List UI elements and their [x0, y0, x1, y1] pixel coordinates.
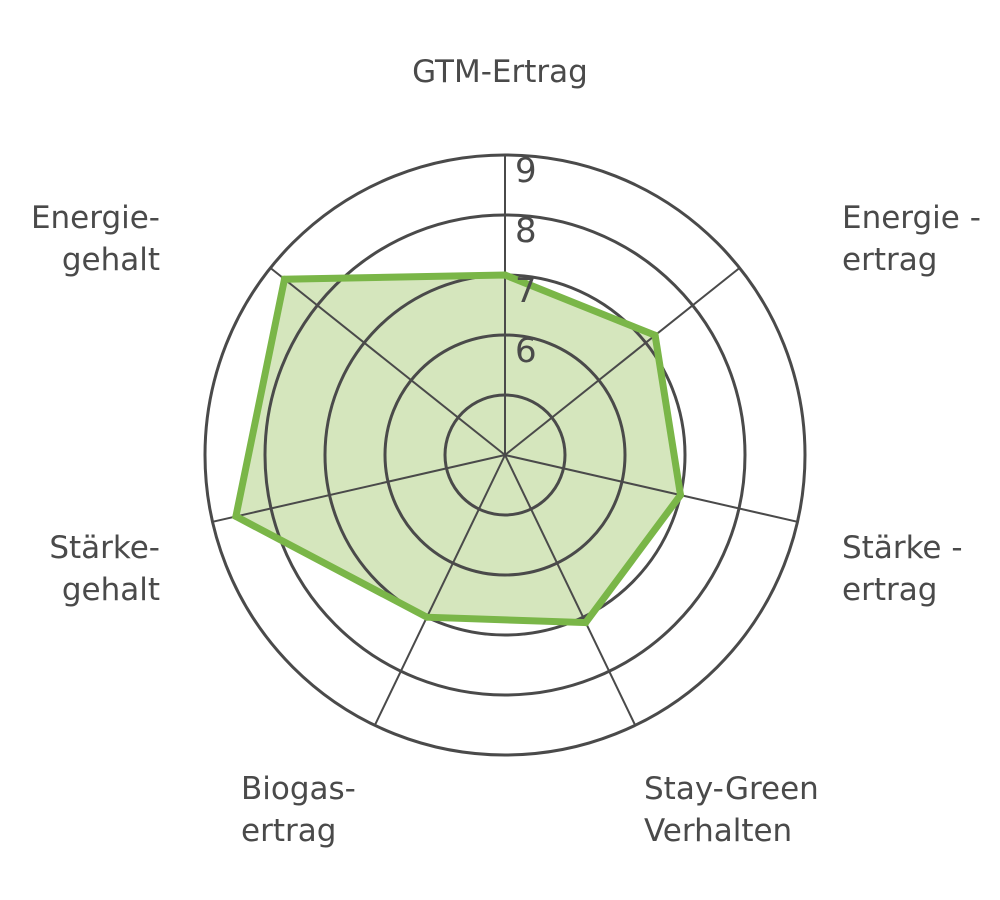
axis-label-line: GTM-Ertrag	[412, 54, 588, 90]
axis-label-line: Stay-Green	[644, 771, 819, 807]
axis-label-line: Stärke -	[842, 530, 963, 566]
tick-label-9: 9	[515, 151, 537, 191]
series-area-0	[235, 275, 681, 623]
axis-label-line: Verhalten	[644, 813, 792, 849]
axis-spoke-2	[504, 454, 798, 523]
data-point-3	[582, 619, 590, 627]
axis-label-6: Energie-gehalt	[31, 200, 160, 278]
axis-label-line: Stärke-	[49, 530, 160, 566]
axis-label-line: Energie -	[842, 200, 981, 236]
axis-label-0: GTM-Ertrag	[412, 54, 588, 90]
axis-label-4: Biogas-ertrag	[241, 771, 356, 849]
data-point-4	[423, 613, 431, 621]
axis-spoke-1	[504, 267, 741, 456]
tick-label-8: 8	[515, 211, 537, 251]
axis-label-5: Stärke-gehalt	[49, 530, 160, 608]
axis-label-1: Energie - ertrag	[842, 200, 981, 278]
data-point-6	[281, 275, 288, 283]
axis-label-line: gehalt	[62, 242, 160, 278]
axis-label-2: Stärke - ertrag	[842, 530, 963, 608]
axis-spoke-6	[269, 267, 506, 456]
axis-label-line: ertrag	[241, 813, 336, 849]
axis-label-line: gehalt	[62, 572, 160, 608]
axis-label-line: ertrag	[842, 242, 937, 278]
axis-spoke-4	[373, 454, 506, 726]
axis-label-line: ertrag	[842, 572, 937, 608]
axis-spoke-5	[212, 454, 506, 523]
data-point-1	[651, 331, 659, 339]
tick-label-6: 6	[515, 331, 537, 371]
axis-label-line: Biogas-	[241, 771, 356, 807]
axis-label-line: Energie-	[31, 200, 160, 236]
series-outline-0	[231, 271, 685, 627]
axis-spoke-3	[504, 454, 637, 726]
tick-label-7: 7	[515, 271, 537, 311]
data-point-5	[232, 512, 240, 520]
data-point-2	[677, 491, 684, 499]
data-point-0	[501, 271, 509, 279]
